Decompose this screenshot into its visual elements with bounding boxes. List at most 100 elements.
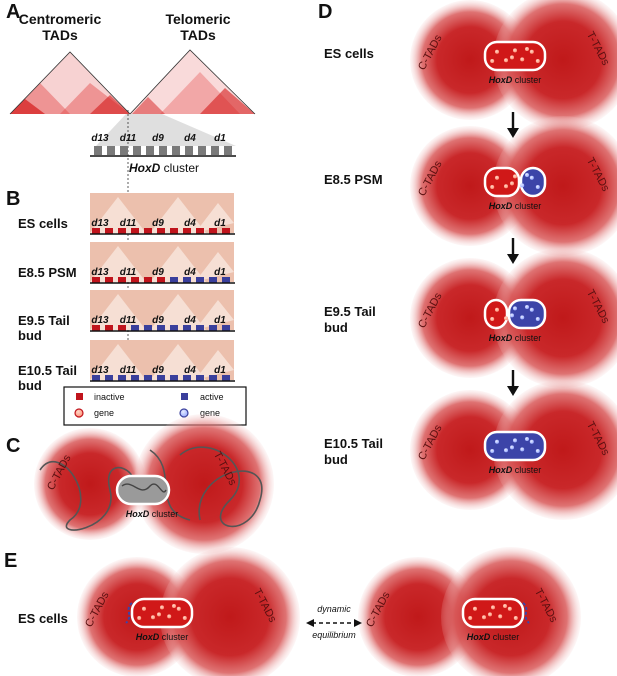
- gene-label-b-d1: d1: [214, 365, 226, 376]
- active-gene-box: [196, 375, 204, 381]
- inactive-gene-dot: [513, 48, 517, 53]
- panel-d-stage-label-2: bud: [324, 320, 348, 335]
- inactive-gene-dot: [510, 181, 514, 186]
- inactive-gene-dot: [490, 317, 495, 322]
- active-gene-dot: [513, 306, 517, 311]
- hoxd-cluster-capsule: [483, 40, 547, 72]
- active-gene-box: [105, 375, 113, 381]
- inactive-gene-dot: [504, 316, 508, 321]
- active-gene-box: [209, 277, 217, 283]
- legend-active-label-1: active: [200, 392, 224, 402]
- legend-active-label-2: gene: [200, 408, 220, 418]
- hoxd-cluster-label: HoxD cluster: [489, 201, 542, 211]
- hoxd-cluster-capsule: [483, 430, 547, 462]
- legend-active-square: [181, 393, 188, 400]
- inactive-cluster-part: [130, 597, 194, 629]
- hoxd-cluster-label-c: HoxD cluster: [126, 509, 179, 519]
- gene-label-a-d4: d4: [184, 133, 196, 144]
- gene-box-a: [224, 146, 232, 155]
- active-gene-box: [183, 277, 191, 283]
- active-gene-box: [209, 325, 217, 331]
- gene-label-b-d4: d4: [184, 315, 196, 326]
- active-gene-dot: [535, 185, 540, 190]
- panel-e-stage-label: ES cells: [18, 611, 68, 626]
- inactive-gene-dot: [495, 49, 499, 54]
- inactive-gene-dot: [172, 604, 176, 608]
- gene-label-b-d1: d1: [214, 267, 226, 278]
- active-gene-dot: [504, 448, 508, 453]
- inactive-gene-box: [196, 228, 204, 234]
- inactive-gene-dot: [503, 604, 507, 608]
- panel-letter-d: D: [318, 1, 332, 23]
- hoxd-cluster-label: HoxD cluster: [489, 75, 542, 85]
- panel-d-stage-label: E9.5 Tail: [324, 304, 376, 319]
- stage-arrow-head: [507, 254, 519, 264]
- active-gene-dot: [529, 175, 534, 180]
- gene-box-a: [107, 146, 115, 155]
- gene-label-b-d9: d9: [152, 218, 164, 229]
- centromeric-tads-label-2: TADs: [42, 27, 78, 43]
- inactive-gene-box: [118, 325, 126, 331]
- equilibrium-label: equilibrium: [312, 630, 356, 640]
- active-gene-dot: [529, 307, 534, 312]
- inactive-gene-box: [131, 228, 139, 234]
- panel-b-row-label: ES cells: [18, 216, 68, 231]
- t-tad-sphere: [493, 0, 617, 130]
- inactive-gene-dot: [504, 58, 508, 63]
- tad-triangle: [90, 344, 146, 380]
- inactive-gene-box: [118, 228, 126, 234]
- inactive-gene-box: [105, 325, 113, 331]
- panel-b-row-label: E8.5 PSM: [18, 265, 77, 280]
- inactive-gene-box: [118, 277, 126, 283]
- active-gene-dot: [525, 305, 529, 309]
- inactive-gene-dot: [535, 59, 540, 64]
- stage-arrow-head: [507, 386, 519, 396]
- t-tad-sphere: [493, 116, 617, 256]
- inactive-gene-dot: [160, 605, 164, 610]
- inactive-gene-box: [92, 228, 100, 234]
- active-gene-dot: [529, 439, 534, 444]
- inactive-cluster-part: [483, 298, 509, 330]
- tad-triangle: [195, 350, 234, 380]
- dynamic-label: dynamic: [317, 604, 351, 614]
- panel-b-row-label: E9.5 Tail: [18, 313, 70, 328]
- gene-label-a-d9: d9: [152, 133, 164, 144]
- active-gene-dot: [513, 438, 517, 443]
- hoxd-cluster-capsule: [483, 166, 547, 198]
- chromatin-contact: [522, 602, 530, 624]
- inactive-gene-dot: [137, 616, 142, 621]
- dynamic-equilibrium-arrow: dynamic equilibrium: [306, 604, 362, 640]
- tad-triangle: [150, 197, 206, 233]
- inactive-gene-dot: [495, 307, 499, 312]
- gene-label-a-d11: d11: [120, 133, 137, 144]
- hoxd-cluster-capsule: [483, 298, 547, 330]
- tad-triangle: [195, 252, 234, 282]
- c-tad-sphere-c: [34, 428, 146, 540]
- gene-label-b-d9: d9: [152, 365, 164, 376]
- inactive-gene-box: [183, 228, 191, 234]
- gene-label-b-d13: d13: [91, 315, 109, 326]
- active-gene-box: [157, 325, 165, 331]
- gene-box-a: [94, 146, 102, 155]
- inactive-cluster-part: [461, 597, 525, 629]
- panel-b-row-label-2: bud: [18, 378, 42, 393]
- active-gene-dot: [525, 173, 529, 177]
- gene-label-b-d13: d13: [91, 267, 109, 278]
- tad-triangle: [90, 294, 146, 330]
- centromeric-tads-label-1: Centromeric: [19, 11, 102, 27]
- gene-label-b-d11: d11: [120, 315, 137, 326]
- inactive-gene-dot: [468, 616, 473, 621]
- active-gene-dot: [510, 445, 514, 450]
- gene-box-a: [172, 146, 180, 155]
- active-gene-box: [144, 325, 152, 331]
- gene-label-b-d13: d13: [91, 365, 109, 376]
- active-gene-box: [222, 325, 230, 331]
- gene-label-a-d13: d13: [91, 133, 109, 144]
- active-gene-box: [183, 325, 191, 331]
- active-gene-box: [222, 375, 230, 381]
- gene-box-a: [146, 146, 154, 155]
- gene-label-b-d1: d1: [214, 315, 226, 326]
